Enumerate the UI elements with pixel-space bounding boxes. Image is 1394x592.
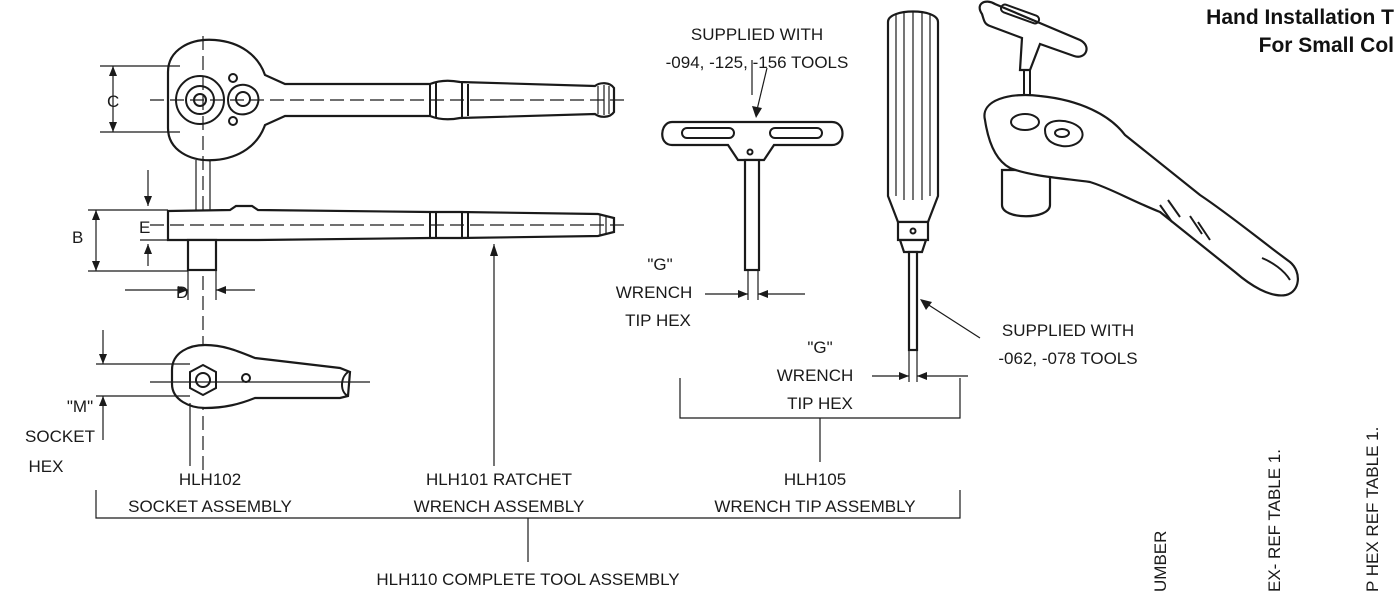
t-handle-wrench	[661, 60, 844, 272]
dim-b-label: B	[72, 228, 83, 247]
ratchet-side-view	[150, 204, 630, 272]
m-label-line-1: "M"	[67, 397, 93, 416]
hlh105-bracket	[679, 378, 961, 462]
perspective-illustration	[978, 0, 1299, 297]
socket-assembly-view	[150, 343, 370, 410]
m-label-line-3: HEX	[29, 457, 64, 476]
hlh105-line-2: WRENCH TIP ASSEMBLY	[714, 497, 915, 516]
title-line-1: Hand Installation T	[1206, 6, 1394, 29]
g-hex-right-dimension: "G" WRENCH TIP HEX	[777, 338, 968, 413]
g-hex-left-dimension: "G" WRENCH TIP HEX	[616, 255, 805, 330]
hlh102-line-1: HLH102	[179, 470, 241, 489]
supplied-t-line-2: -094, -125, -156 TOOLS	[666, 53, 849, 72]
supplied-screw-line-1: SUPPLIED WITH	[1002, 321, 1134, 340]
g-left-line-1: "G"	[647, 255, 672, 274]
hlh101-line-2: WRENCH ASSEMBLY	[414, 497, 585, 516]
supplied-t-line-1: SUPPLIED WITH	[691, 25, 823, 44]
ratchet-top-view	[150, 38, 630, 162]
dimension-d: D	[125, 270, 255, 302]
supplied-screw-line-2: -062, -078 TOOLS	[998, 349, 1137, 368]
dimension-m: "M" SOCKET HEX	[25, 330, 190, 476]
dimension-c: C	[100, 65, 180, 133]
g-right-line-3: TIP HEX	[787, 394, 853, 413]
m-label-line-2: SOCKET	[25, 427, 95, 446]
title-line-2: For Small Col	[1259, 34, 1394, 57]
hlh110-label: HLH110 COMPLETE TOOL ASSEMBLY	[376, 570, 679, 589]
dim-d-label: D	[176, 283, 188, 302]
table-header-tip-hex: P HEX REF TABLE 1.	[1363, 427, 1382, 592]
g-right-line-2: WRENCH	[777, 366, 854, 385]
hlh102-line-2: SOCKET ASSEMBLY	[128, 497, 292, 516]
g-right-line-1: "G"	[807, 338, 832, 357]
dim-c-label: C	[107, 92, 119, 111]
hlh110-bracket	[95, 490, 961, 562]
dimension-b: B	[72, 209, 188, 272]
hlh105-line-1: HLH105	[784, 470, 846, 489]
table-header-number: UMBER	[1151, 531, 1170, 592]
dim-e-label: E	[139, 218, 150, 237]
g-left-line-2: WRENCH	[616, 283, 693, 302]
dimension-e: E	[139, 170, 168, 266]
g-left-line-3: TIP HEX	[625, 311, 691, 330]
hlh101-line-1: HLH101 RATCHET	[426, 470, 572, 489]
screwdriver-wrench	[886, 10, 940, 352]
table-header-socket-hex: EX- REF TABLE 1.	[1265, 449, 1284, 592]
